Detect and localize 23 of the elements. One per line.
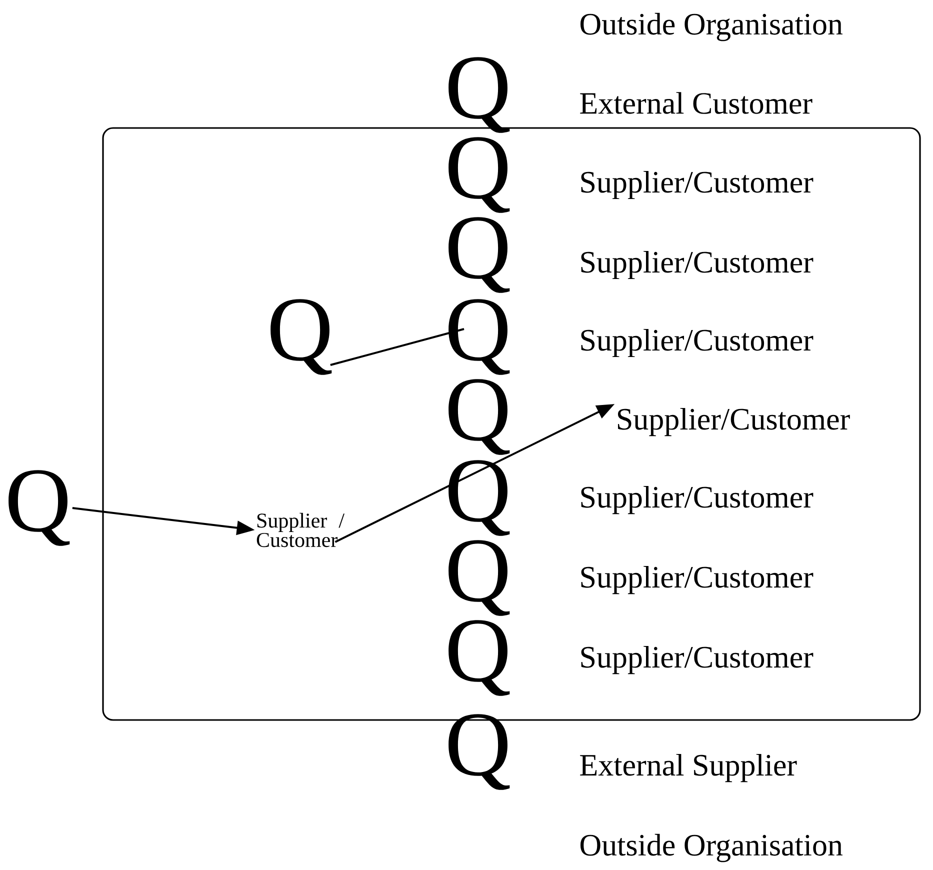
node-label: Supplier / Customer — [256, 512, 344, 548]
q-letter: Q — [270, 299, 332, 375]
side-label: Outside Organisation — [580, 12, 843, 42]
q-letter: Q — [448, 217, 510, 293]
q-letter: Q — [8, 470, 70, 546]
node-label: Supplier/Customer — [618, 408, 850, 436]
q-letter: Q — [448, 299, 510, 375]
side-label: Outside Organisation — [580, 834, 843, 862]
side-label: Supplier/Customer — [581, 328, 814, 358]
side-label: Supplier/Customer — [581, 170, 814, 200]
q-letter: Q — [448, 379, 510, 455]
side-label: External Customer — [580, 92, 812, 114]
q-letter: Q — [448, 540, 510, 616]
q-letter: Q — [448, 137, 510, 213]
q-letter: Q — [448, 714, 510, 790]
q-letter: Q — [448, 620, 510, 696]
side-label: Supplier/Customer — [581, 646, 814, 674]
side-label: Supplier/Customer — [581, 566, 814, 594]
q-letter: Q — [448, 57, 510, 133]
side-label: Supplier/Customer — [581, 486, 814, 514]
side-label: Supplier/Customer — [581, 250, 814, 280]
side-label: External Supplier — [580, 754, 797, 782]
q-letter: Q — [448, 460, 510, 536]
